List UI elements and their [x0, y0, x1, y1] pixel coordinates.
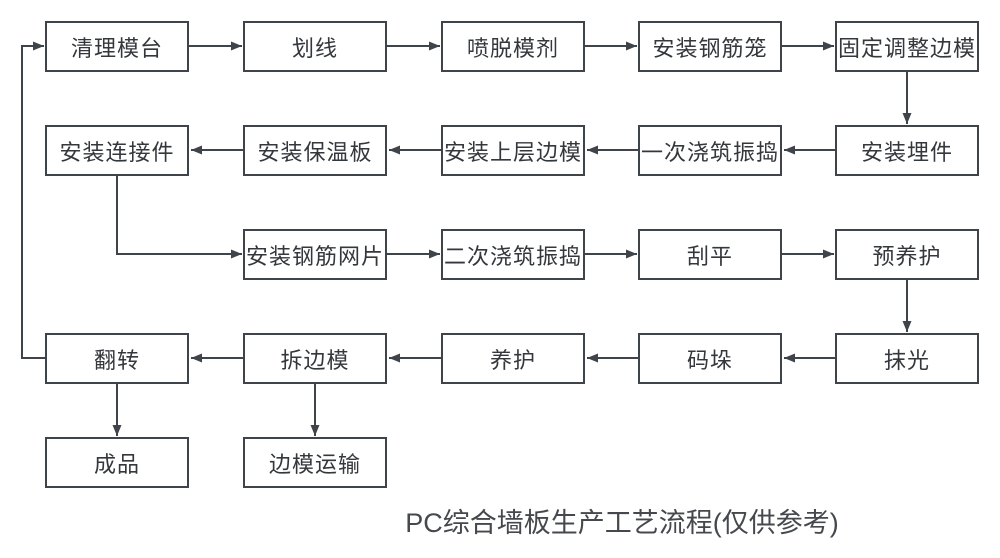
flow-node-marking: 划线 [243, 21, 387, 72]
flow-node-second-pour-vibrate: 二次浇筑振捣 [441, 229, 585, 280]
flow-node-screeding: 刮平 [638, 229, 782, 280]
arrow-connectors-to-mesh [116, 176, 242, 259]
flow-node-finished-product: 成品 [45, 437, 189, 488]
flow-node-pre-curing: 预养护 [835, 229, 979, 280]
flow-node-install-rebar-mesh: 安装钢筋网片 [243, 229, 387, 280]
flow-node-stacking: 码垛 [638, 333, 782, 384]
flow-node-fix-adjust-side-forms: 固定调整边模 [835, 21, 979, 72]
flow-node-trowel-finishing: 抹光 [835, 333, 979, 384]
flow-node-install-connectors: 安装连接件 [45, 125, 189, 176]
arrow-flipping-to-clean-feedback [21, 41, 45, 359]
flow-node-remove-side-forms: 拆边模 [243, 333, 387, 384]
flow-node-clean-mold-platform: 清理模台 [45, 21, 189, 72]
flow-node-side-form-transport: 边模运输 [243, 437, 387, 488]
flow-node-curing: 养护 [441, 333, 585, 384]
flow-node-install-insulation-board: 安装保温板 [243, 125, 387, 176]
flow-node-flipping: 翻转 [45, 333, 189, 384]
flow-node-install-embedded-parts: 安装埋件 [835, 125, 979, 176]
flow-node-install-rebar-cage: 安装钢筋笼 [638, 21, 782, 72]
flow-node-first-pour-vibrate: 一次浇筑振捣 [638, 125, 782, 176]
flow-node-spray-release-agent: 喷脱模剂 [441, 21, 585, 72]
flow-node-install-upper-side-forms: 安装上层边模 [441, 125, 585, 176]
diagram-title: PC综合墙板生产工艺流程(仅供参考) [405, 508, 839, 538]
